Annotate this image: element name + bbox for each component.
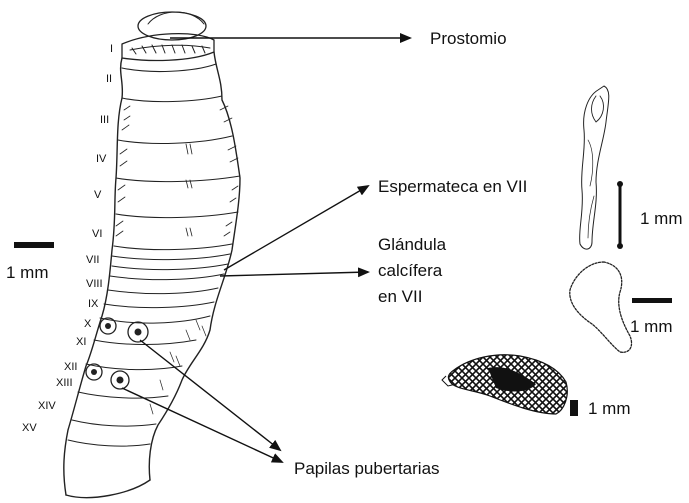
segment-label-1: I: [110, 43, 113, 55]
spermatheca-drawing: 1 mm: [580, 86, 683, 249]
glandula-label-line2: calcífera: [378, 261, 443, 280]
spermatheca-scale-label: 1 mm: [640, 209, 683, 228]
papilas-label: Papilas pubertarias: [294, 459, 440, 478]
left-scale-bar-line: [14, 242, 54, 248]
gland-scale-line: [632, 298, 672, 303]
segment-label-6: VI: [92, 228, 102, 240]
segment-label-10: X: [84, 318, 92, 330]
segment-label-15: XV: [22, 422, 37, 434]
detail-scale-line: [570, 400, 578, 416]
glandula-label-line3: en VII: [378, 287, 422, 306]
segment-label-4: IV: [96, 153, 107, 165]
segment-label-9: IX: [88, 298, 99, 310]
segment-label-8: VIII: [86, 278, 103, 290]
mesh-detail-drawing: 1 mm: [442, 355, 631, 418]
segment-numerals: I II III IV V VI VII VIII IX X XI XII XI…: [22, 43, 113, 434]
espermateca-callout: Espermateca en VII: [224, 177, 527, 270]
segment-label-12: XII: [64, 361, 77, 373]
glandula-callout: Glándula calcífera en VII: [220, 235, 447, 306]
glandula-arrow: [220, 272, 368, 276]
espermateca-arrow: [224, 186, 368, 270]
left-scale-bar: 1 mm: [6, 242, 54, 282]
segment-label-14: XIV: [38, 400, 56, 412]
segment-label-3: III: [100, 114, 109, 126]
prostomio-callout: Prostomio: [170, 29, 507, 48]
left-scale-bar-label: 1 mm: [6, 263, 49, 282]
segment-label-13: XIII: [56, 377, 73, 389]
glandula-label-line1: Glándula: [378, 235, 447, 254]
gland-scale-label: 1 mm: [630, 317, 673, 336]
detail-scale-label: 1 mm: [588, 399, 631, 418]
espermateca-label: Espermateca en VII: [378, 177, 527, 196]
papilas-callout: Papilas pubertarias: [122, 340, 440, 478]
segment-label-7: VII: [86, 254, 99, 266]
papilas-arrow-1: [140, 340, 280, 450]
segment-label-11: XI: [76, 336, 86, 348]
segment-label-2: II: [106, 73, 112, 85]
calciferous-gland-drawing: 1 mm: [570, 262, 673, 352]
segment-label-5: V: [94, 189, 102, 201]
prostomio-label: Prostomio: [430, 29, 507, 48]
